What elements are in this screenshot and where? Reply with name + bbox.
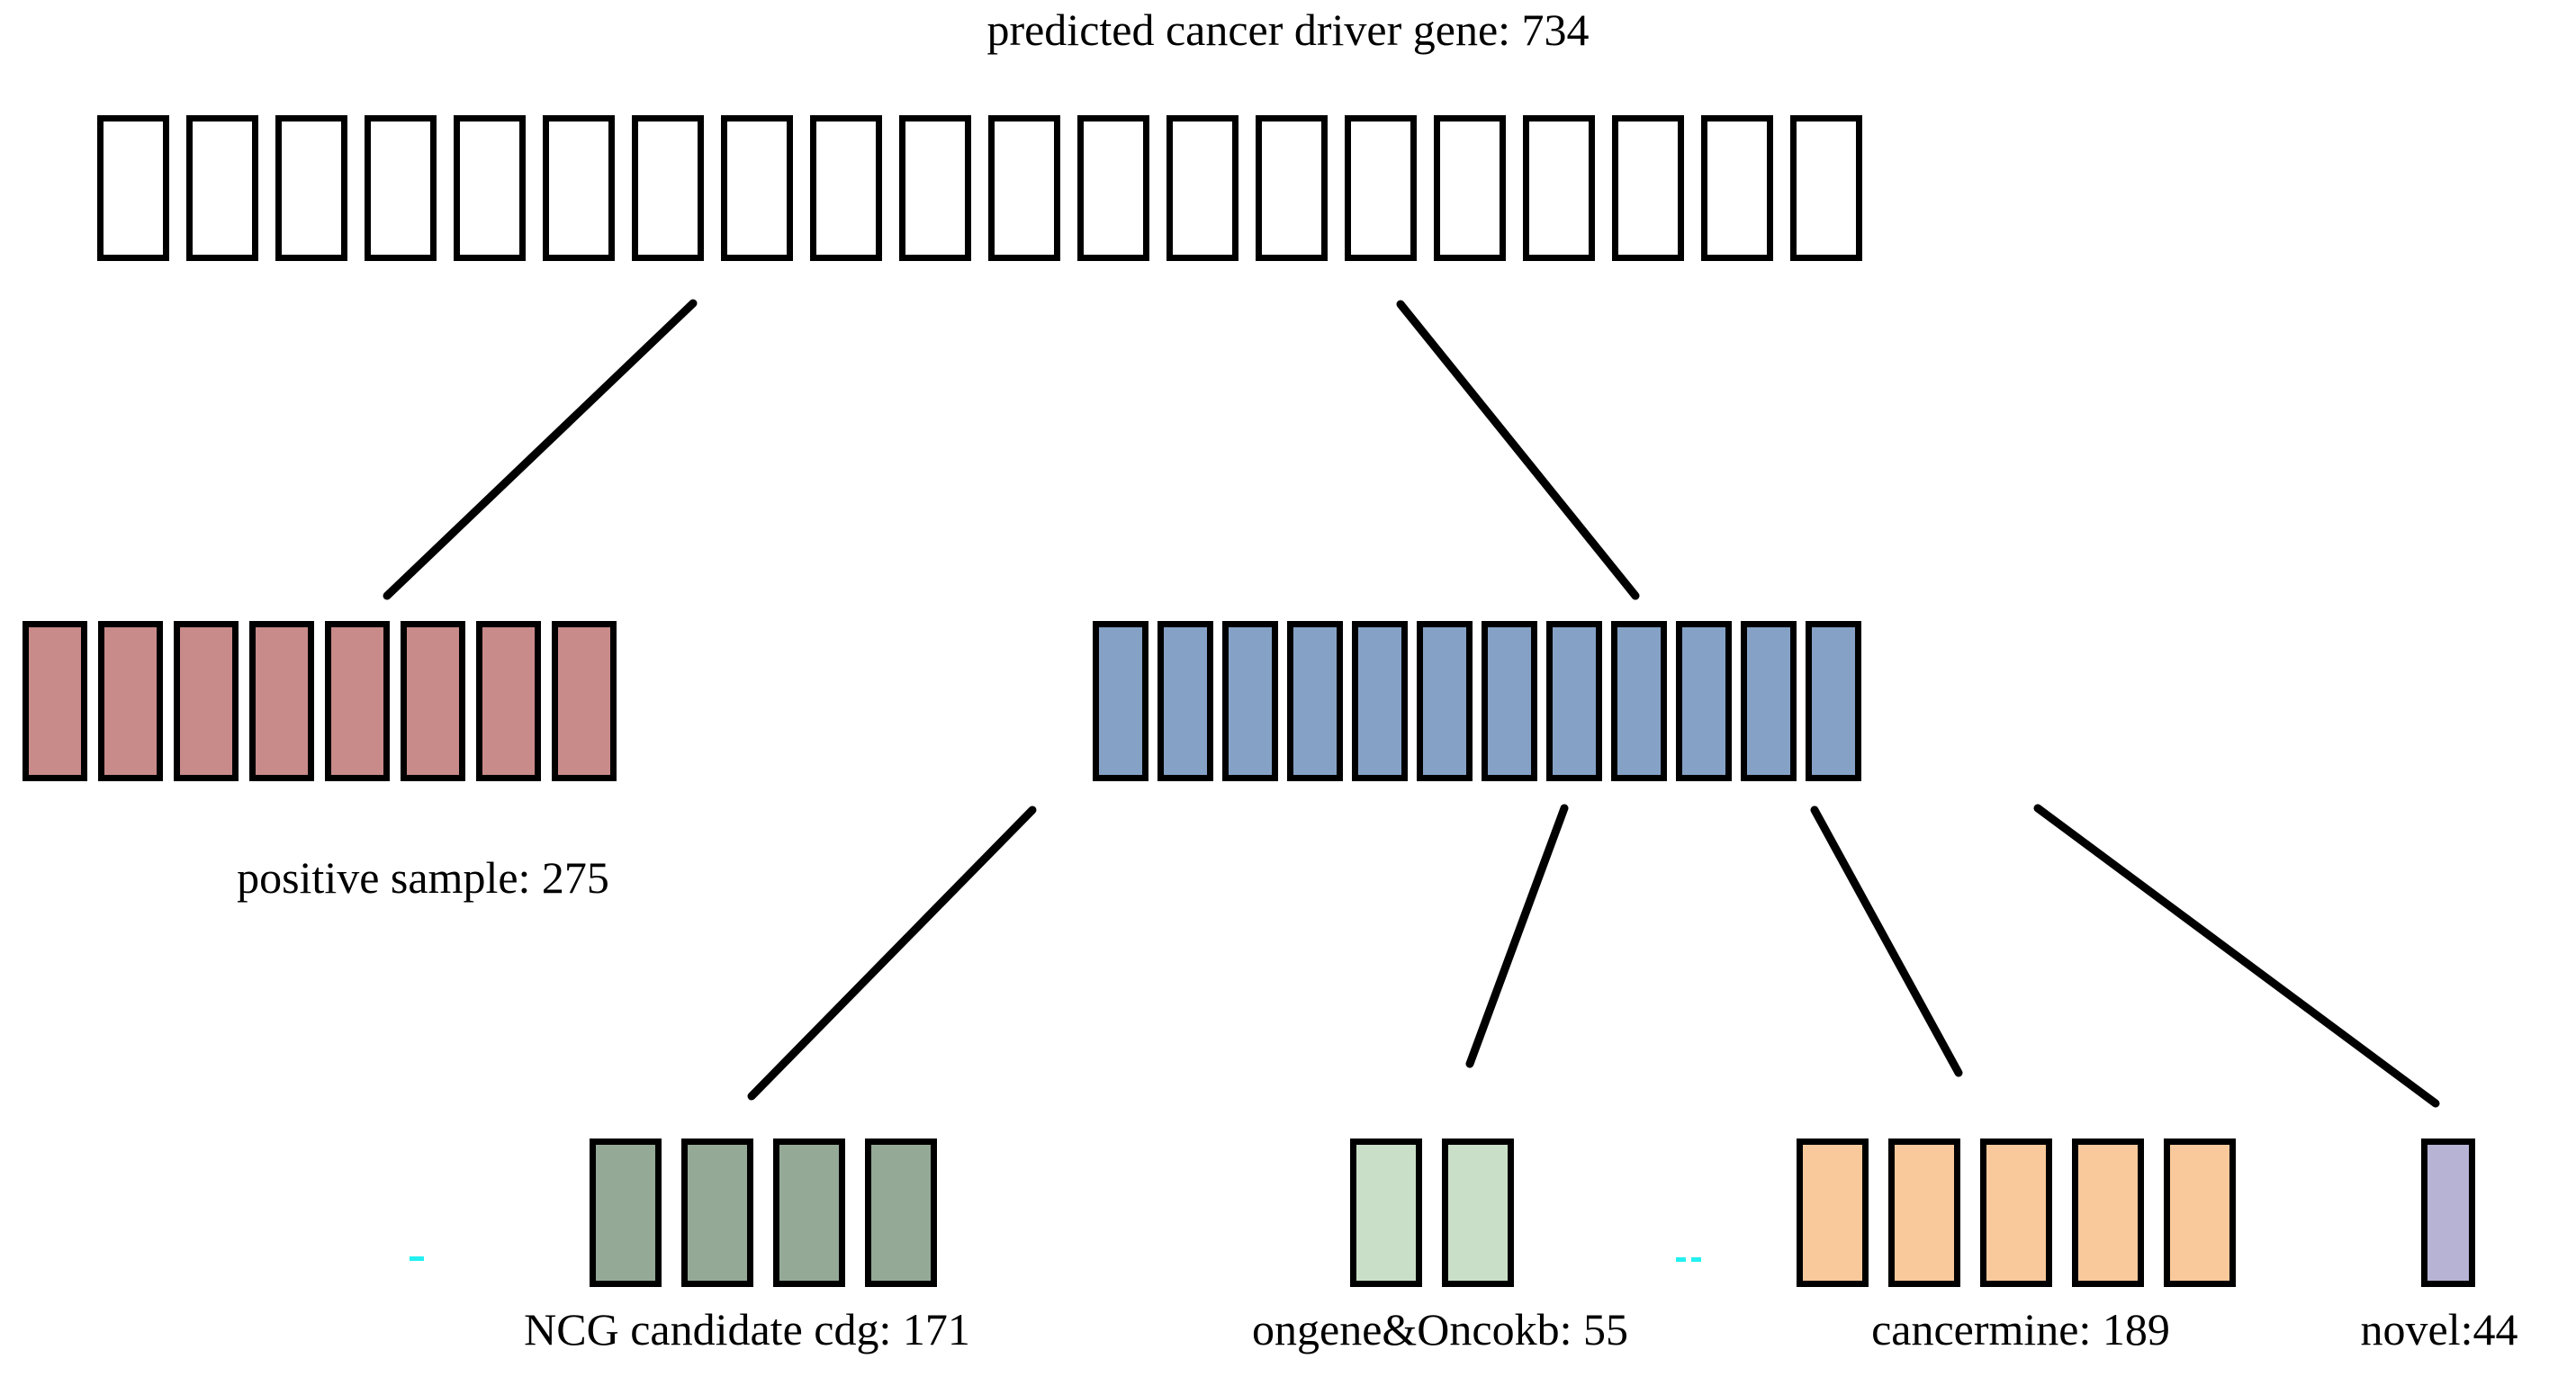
unlabeled-gene-box bbox=[1287, 621, 1343, 781]
positive-sample-box bbox=[325, 621, 390, 781]
unlabeled-gene-box bbox=[1482, 621, 1537, 781]
predicted-gene-box-row bbox=[97, 115, 1862, 261]
positive-sample-box bbox=[249, 621, 314, 781]
predicted-gene-box bbox=[1523, 115, 1595, 261]
predicted-gene-box bbox=[1790, 115, 1862, 261]
ncg-candidate-box bbox=[865, 1138, 937, 1287]
ncg-candidate-box-row bbox=[590, 1138, 937, 1287]
ongene-oncokb-box bbox=[1442, 1138, 1514, 1287]
positive-sample-box bbox=[174, 621, 239, 781]
predicted-gene-box bbox=[1434, 115, 1506, 261]
unlabeled-gene-box bbox=[1611, 621, 1667, 781]
unlabeled-to-ongene-connector bbox=[1465, 804, 1569, 1068]
predicted-gene-box bbox=[988, 115, 1060, 261]
predicted-gene-box bbox=[1612, 115, 1684, 261]
predicted-gene-box bbox=[186, 115, 258, 261]
predicted-gene-box bbox=[365, 115, 437, 261]
positive-sample-box bbox=[401, 621, 465, 781]
positive-sample-box bbox=[552, 621, 617, 781]
ncg-candidate-label: NCG candidate cdg: 171 bbox=[524, 1304, 970, 1354]
ongene-oncokb-box-row bbox=[1350, 1138, 1514, 1287]
predicted-gene-box bbox=[1256, 115, 1328, 261]
predicted-gene-box bbox=[1077, 115, 1149, 261]
ncg-candidate-box bbox=[590, 1138, 662, 1287]
predicted-gene-box bbox=[721, 115, 793, 261]
predicted-gene-box bbox=[275, 115, 347, 261]
ongene-oncokb-label: ongene&Oncokb: 55 bbox=[1252, 1304, 1628, 1354]
scan-artifact-mid-b bbox=[1691, 1257, 1701, 1262]
unlabeled-gene-box-row bbox=[1093, 621, 1861, 781]
unlabeled-gene-box bbox=[1806, 621, 1861, 781]
predicted-gene-box bbox=[899, 115, 971, 261]
unlabeled-to-novel-connector bbox=[2033, 804, 2440, 1108]
predicted-gene-box bbox=[97, 115, 169, 261]
scan-artifact-left bbox=[410, 1256, 424, 1261]
novel-box bbox=[2421, 1138, 2475, 1287]
unlabeled-to-ncg-connector bbox=[747, 806, 1037, 1101]
cancermine-box bbox=[2164, 1138, 2236, 1287]
positive-sample-box bbox=[476, 621, 541, 781]
predicted-gene-box bbox=[454, 115, 526, 261]
predicted-gene-box bbox=[1701, 115, 1773, 261]
positive-sample-box-row bbox=[23, 621, 617, 781]
unlabeled-gene-box bbox=[1093, 621, 1148, 781]
cancermine-label: cancermine: 189 bbox=[1871, 1304, 2170, 1354]
unlabeled-gene-box bbox=[1546, 621, 1602, 781]
positive-sample-box bbox=[23, 621, 87, 781]
unlabeled-gene-box bbox=[1352, 621, 1408, 781]
predicted-gene-box bbox=[632, 115, 704, 261]
unlabeled-gene-box bbox=[1676, 621, 1732, 781]
novel-box-row bbox=[2421, 1138, 2475, 1287]
unlabeled-to-cancermine-connector bbox=[1810, 806, 1963, 1077]
cancermine-box bbox=[2072, 1138, 2144, 1287]
scan-artifact-mid-a bbox=[1676, 1257, 1686, 1262]
ncg-candidate-box bbox=[773, 1138, 845, 1287]
predicted-gene-box bbox=[1166, 115, 1238, 261]
cancermine-box-row bbox=[1797, 1138, 2236, 1287]
predicted-gene-box bbox=[1345, 115, 1417, 261]
cancermine-box bbox=[1980, 1138, 2052, 1287]
top-to-positive-connector bbox=[383, 299, 698, 600]
positive-sample-box bbox=[98, 621, 163, 781]
cancermine-box bbox=[1797, 1138, 1869, 1287]
unlabeled-gene-box bbox=[1417, 621, 1473, 781]
ongene-oncokb-box bbox=[1350, 1138, 1422, 1287]
unlabeled-gene-box bbox=[1222, 621, 1278, 781]
positive-sample-label: positive sample: 275 bbox=[237, 852, 609, 903]
unlabeled-gene-box bbox=[1741, 621, 1797, 781]
cancermine-box bbox=[1888, 1138, 1960, 1287]
ncg-candidate-box bbox=[681, 1138, 753, 1287]
novel-label: novel:44 bbox=[2360, 1304, 2518, 1354]
predicted-gene-box bbox=[810, 115, 882, 261]
top-to-unlabeled-connector bbox=[1396, 300, 1640, 600]
page-title: predicted cancer driver gene: 734 bbox=[986, 4, 1590, 55]
predicted-gene-box bbox=[543, 115, 615, 261]
unlabeled-gene-box bbox=[1157, 621, 1213, 781]
